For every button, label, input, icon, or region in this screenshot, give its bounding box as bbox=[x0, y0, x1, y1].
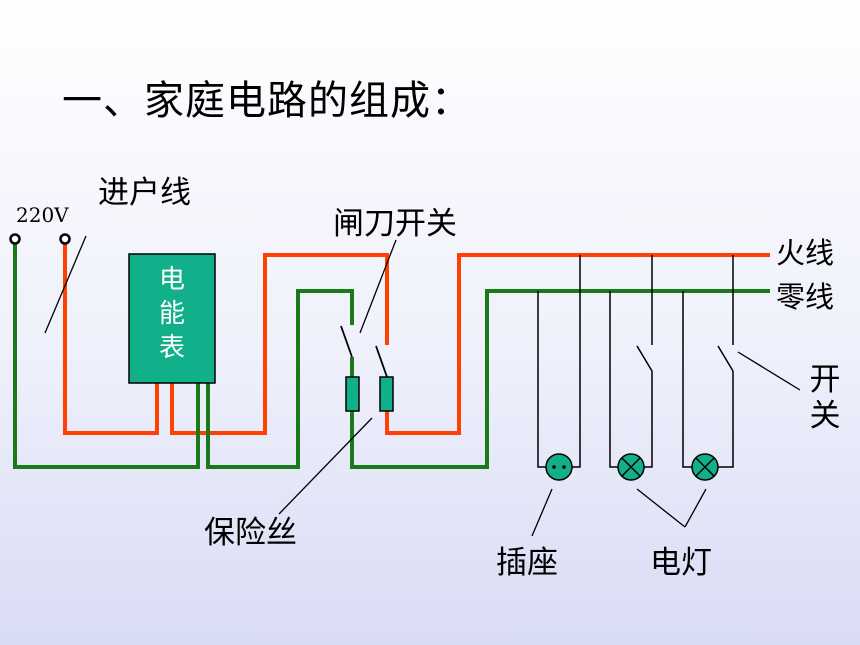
fuse-label: 保险丝 bbox=[204, 515, 297, 551]
lamp-label: 电灯 bbox=[650, 545, 712, 581]
lamp-icon bbox=[691, 453, 719, 481]
socket-label: 插座 bbox=[496, 545, 558, 581]
lamp-icon bbox=[617, 453, 645, 481]
meter-label-2: 能 bbox=[159, 299, 185, 329]
terminal-live bbox=[59, 233, 71, 245]
leader-lines bbox=[44, 235, 801, 537]
fuse-neutral bbox=[345, 376, 360, 412]
knife-switch bbox=[340, 325, 388, 378]
service-line-label: 进户线 bbox=[98, 175, 191, 211]
meter-label-1: 电 bbox=[159, 265, 185, 295]
energy-meter-box bbox=[128, 253, 216, 384]
neutral-wire-label: 零线 bbox=[776, 280, 835, 314]
meter-label-3: 表 bbox=[159, 333, 185, 363]
socket-icon bbox=[545, 453, 573, 481]
neutral-wire bbox=[13, 243, 770, 469]
lamp1-branch bbox=[609, 255, 653, 468]
fuse-live bbox=[379, 376, 394, 412]
switch-label: 开 关 bbox=[808, 362, 842, 434]
slide-title: 一、家庭电路的组成： bbox=[62, 78, 472, 124]
live-wire-label: 火线 bbox=[776, 236, 835, 270]
socket-branch bbox=[537, 255, 581, 468]
knife-switch-label: 闸刀开关 bbox=[333, 206, 457, 242]
switch-label-char-2: 关 bbox=[809, 398, 841, 434]
lamp2-branch bbox=[682, 255, 734, 468]
terminal-neutral bbox=[9, 233, 21, 245]
switch-label-char-1: 开 bbox=[809, 362, 841, 398]
voltage-label: 220V bbox=[16, 203, 69, 227]
live-wire bbox=[63, 243, 770, 435]
